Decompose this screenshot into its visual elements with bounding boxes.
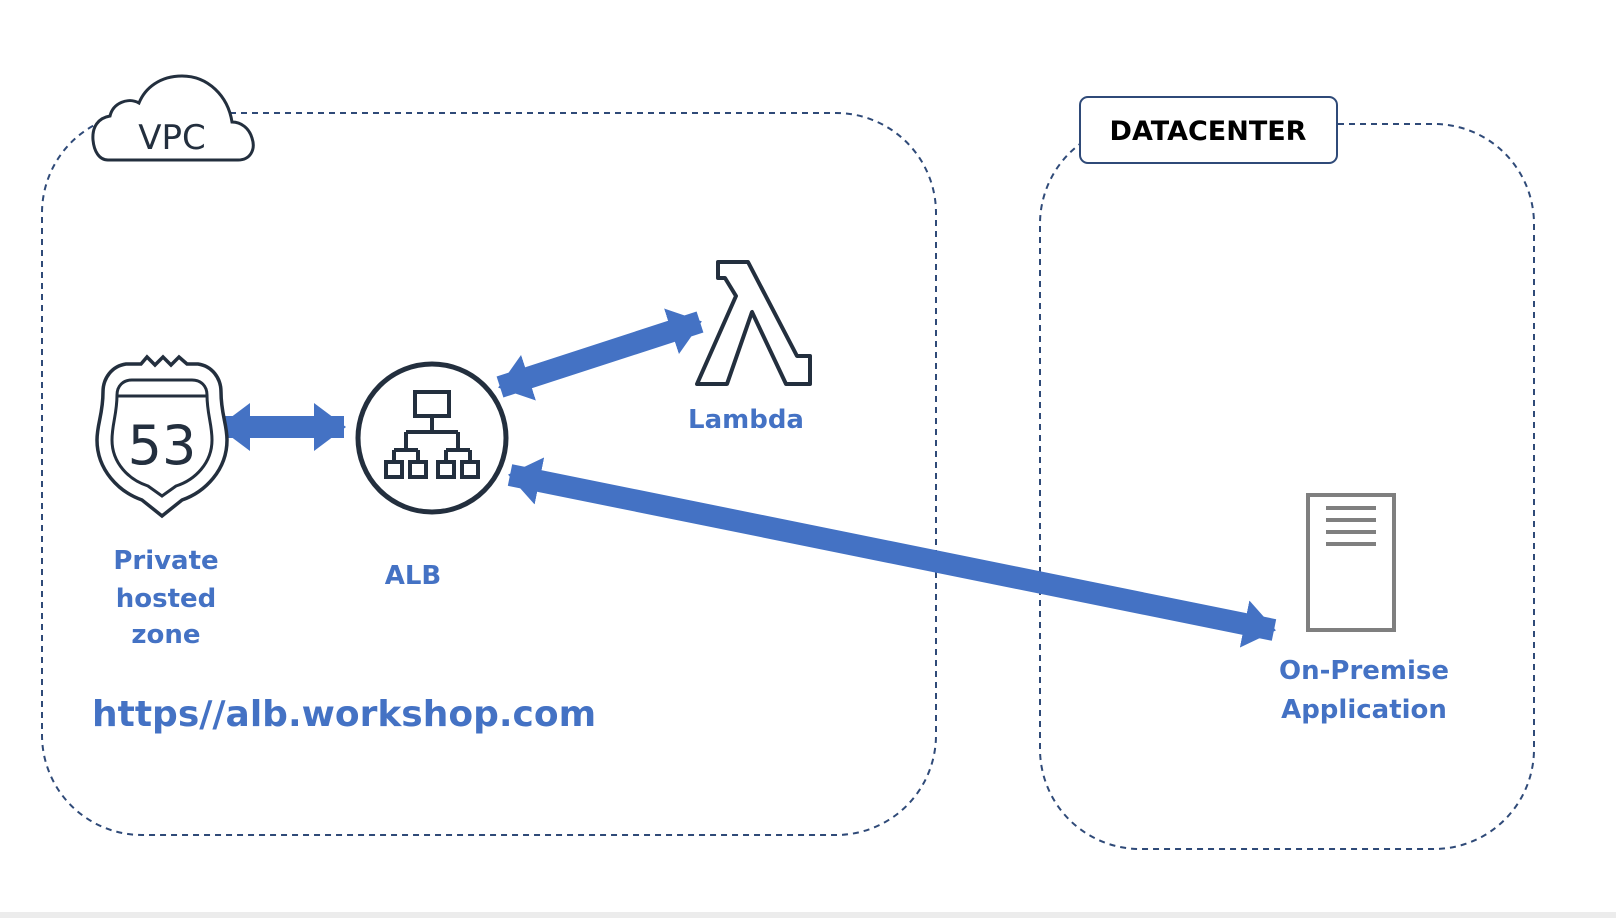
route53-label-line-1: Private — [113, 546, 218, 576]
load-balancer-icon — [355, 361, 509, 515]
route53-label-line-2: hosted — [116, 584, 217, 614]
alb-label: ALB — [385, 561, 442, 591]
arrow-alb-lambda — [496, 308, 704, 401]
labels: Private hosted zone ALB Lambda On-Premis… — [92, 405, 1449, 735]
arrow-alb-onprem — [507, 457, 1277, 648]
route53-number: 53 — [128, 414, 197, 477]
route53-label-line-3: zone — [131, 620, 200, 650]
server-icon — [1306, 493, 1396, 632]
onprem-label-line-1: On-Premise — [1279, 656, 1449, 686]
bottom-strip — [0, 912, 1616, 918]
vpc-label: VPC — [138, 118, 206, 158]
lambda-icon — [695, 260, 812, 386]
datacenter-title-box — [1079, 96, 1338, 164]
vpc-cloud-icon: VPC — [91, 74, 255, 162]
datacenter-title: DATACENTER — [1110, 116, 1307, 147]
connections — [218, 308, 1277, 648]
route53-shield-icon: 53 — [95, 354, 229, 519]
datacenter-container: DATACENTER — [1039, 96, 1535, 850]
onprem-label-line-2: Application — [1281, 695, 1447, 725]
lambda-label: Lambda — [688, 405, 804, 435]
vpc-url: https//alb.workshop.com — [92, 694, 596, 735]
datacenter-boundary — [1039, 123, 1535, 850]
